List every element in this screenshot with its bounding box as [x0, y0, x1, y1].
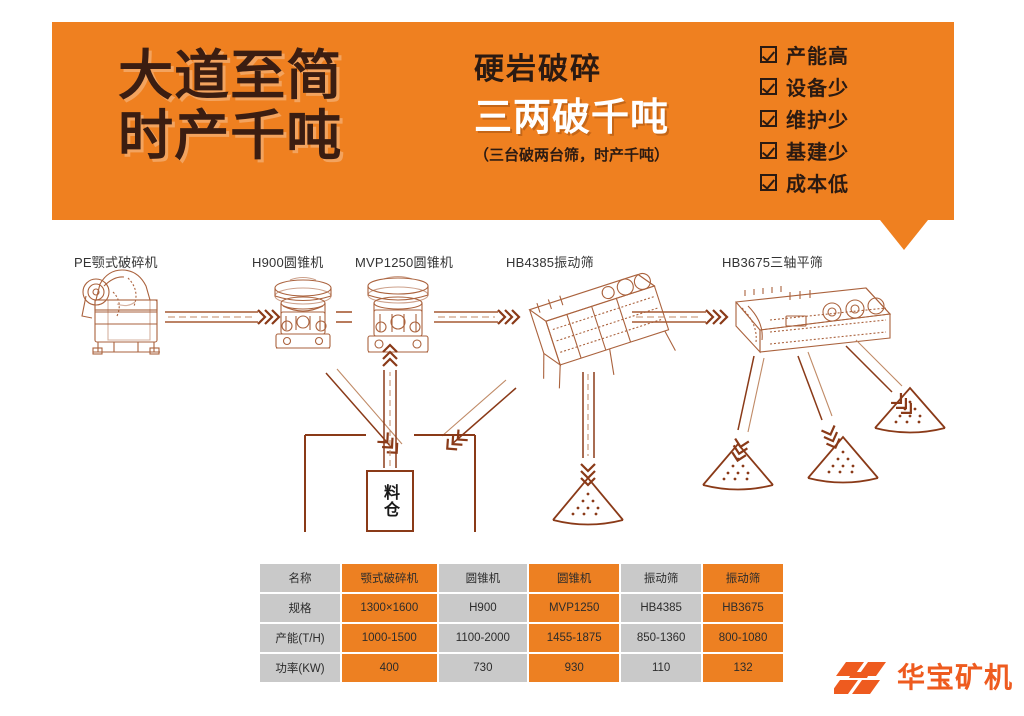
hb3675-flat-screen-illustration: [734, 286, 892, 354]
sub-title: 硬岩破碎: [474, 52, 602, 87]
table-cell: 圆锥机: [438, 564, 528, 592]
table-row: 规格 1300×1600 H900 MVP1250 HB4385 HB3675: [260, 594, 783, 622]
h900-cone-crusher-illustration: [274, 276, 332, 349]
table-cell: 800-1080: [703, 624, 783, 652]
checklist-item-label: 成本低: [786, 171, 849, 196]
table-cell: 1000-1500: [342, 624, 437, 652]
row-label: 名称: [260, 564, 340, 592]
table-cell: H900: [438, 594, 528, 622]
discharge-line-hb3675-a: [729, 355, 765, 464]
table-cell: 1300×1600: [342, 594, 437, 622]
checklist-item: 维护少: [760, 102, 910, 134]
row-label: 功率(KW): [260, 654, 340, 682]
conveyor-jaw-to-h900: [165, 308, 281, 326]
banner-notch-triangle: [880, 220, 928, 250]
equipment-label-h900: H900圆锥机: [252, 255, 324, 270]
stockpile-1: [552, 476, 624, 526]
paren-note: （三台破两台筛，时产千吨）: [474, 146, 670, 164]
table-cell: HB4385: [621, 594, 702, 622]
table-cell: 850-1360: [621, 624, 702, 652]
headline-line-2: 时产千吨: [118, 104, 343, 167]
table-cell: HB3675: [703, 594, 783, 622]
equipment-label-mvp: MVP1250圆锥机: [355, 255, 454, 270]
row-label: 规格: [260, 594, 340, 622]
check-icon: [760, 45, 777, 63]
discharge-line-hb4385-product: [579, 372, 597, 487]
company-logo-text: 华宝矿机: [897, 661, 1014, 694]
table-cell: 圆锥机: [529, 564, 620, 592]
equipment-label-hb3675: HB3675三轴平筛: [722, 255, 823, 270]
table-cell: 1455-1875: [529, 624, 620, 652]
checklist-item-label: 基建少: [786, 139, 849, 164]
table-cell: MVP1250: [529, 594, 620, 622]
table-cell: 颚式破碎机: [342, 564, 437, 592]
table-cell: 400: [342, 654, 437, 682]
checklist-item: 产能高: [760, 38, 910, 70]
specification-table: 名称 颚式破碎机 圆锥机 圆锥机 振动筛 振动筛 规格 1300×1600 H9…: [258, 562, 785, 684]
headline-block: 大道至简 时产千吨: [118, 46, 448, 166]
table-cell: 930: [529, 654, 620, 682]
check-icon: [760, 109, 777, 127]
stockpile-2: [702, 442, 774, 491]
equipment-label-jaw: PE颚式破碎机: [74, 255, 158, 270]
checklist-item: 成本低: [760, 166, 910, 198]
table-cell: 振动筛: [703, 564, 783, 592]
check-icon: [760, 173, 777, 191]
table-row: 产能(T/H) 1000-1500 1100-2000 1455-1875 85…: [260, 624, 783, 652]
table-cell: 1100-2000: [438, 624, 528, 652]
hb4385-vibrating-screen-illustration: [528, 272, 676, 389]
table-cell: 110: [621, 654, 702, 682]
table-cell: 132: [703, 654, 783, 682]
big-title: 三两破千吨: [474, 95, 670, 139]
h-monogram-icon: [834, 662, 886, 694]
recirculation-line-hb4385-to-bin: [325, 368, 403, 459]
check-icon: [760, 77, 777, 95]
checklist-item-label: 维护少: [786, 107, 849, 132]
table-row: 名称 颚式破碎机 圆锥机 圆锥机 振动筛 振动筛: [260, 564, 783, 592]
material-bin: 料仓: [366, 470, 414, 532]
benefits-checklist: 产能高 设备少 维护少 基建少 成本低: [760, 38, 910, 198]
conveyor-h900-to-mvp: [336, 311, 352, 323]
checklist-item: 基建少: [760, 134, 910, 166]
checklist-item-label: 产能高: [786, 43, 849, 68]
jaw-crusher-illustration: [81, 269, 160, 355]
conveyor-mvp-to-hb4385: [434, 308, 521, 326]
table-row: 功率(KW) 400 730 930 110 132: [260, 654, 783, 682]
discharge-line-hb3675-b: [797, 351, 844, 452]
stockpile-4: [874, 386, 946, 434]
stockpile-3: [807, 435, 879, 484]
check-icon: [760, 141, 777, 159]
checklist-item-label: 设备少: [786, 75, 849, 100]
mvp1250-cone-crusher-illustration: [367, 275, 429, 353]
company-logo: 华宝矿机: [834, 658, 1013, 698]
checklist-item: 设备少: [760, 70, 910, 102]
headline-line-1: 大道至简: [118, 44, 343, 107]
row-label: 产能(T/H): [260, 624, 340, 652]
equipment-label-hb4385: HB4385振动筛: [506, 255, 594, 270]
hero-banner: [52, 22, 954, 220]
recirculation-line-hb3675-to-bin: [441, 379, 517, 456]
table-cell: 730: [438, 654, 528, 682]
feed-line-bin-to-mvp: [381, 343, 399, 468]
material-bin-label: 料仓: [381, 484, 400, 518]
center-tagline-block: 硬岩破碎 三两破千吨 （三台破两台筛，时产千吨）: [474, 52, 744, 165]
discharge-line-hb3675-c: [845, 339, 917, 419]
conveyor-hb4385-to-hb3675: [632, 308, 729, 326]
table-cell: 振动筛: [621, 564, 702, 592]
